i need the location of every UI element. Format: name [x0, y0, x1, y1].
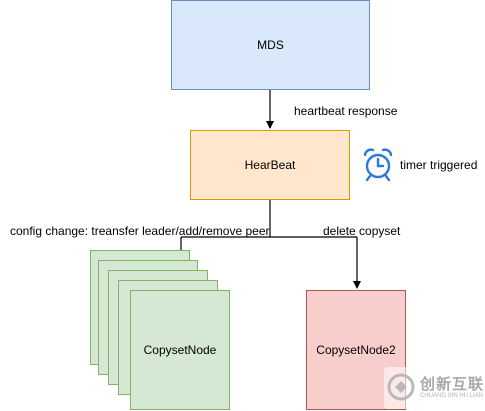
mds-label: MDS: [257, 38, 284, 52]
heartbeat-response-label: heartbeat response: [294, 104, 398, 118]
heartbeat-box: HearBeat: [190, 130, 350, 200]
watermark-name: 创新互联: [420, 376, 485, 393]
watermark-logo: 创新互联 CHUANG XIN HU LIAN: [384, 367, 484, 409]
config-change-label: config change: treansfer leader/add/remo…: [10, 224, 270, 238]
watermark-subtitle: CHUANG XIN HU LIAN: [420, 393, 484, 399]
copysetnode-label: CopysetNode: [143, 343, 217, 357]
copysetnode2-label: CopysetNode2: [316, 343, 396, 357]
timer-triggered-label: timer triggered: [400, 158, 478, 172]
mds-box: MDS: [171, 0, 370, 90]
copysetnode-box: CopysetNode: [130, 290, 230, 410]
heartbeat-label: HearBeat: [244, 158, 296, 172]
alarm-clock-icon: [363, 148, 393, 182]
delete-copyset-label: delete copyset: [323, 224, 401, 238]
watermark-emblem-icon: [387, 373, 415, 401]
